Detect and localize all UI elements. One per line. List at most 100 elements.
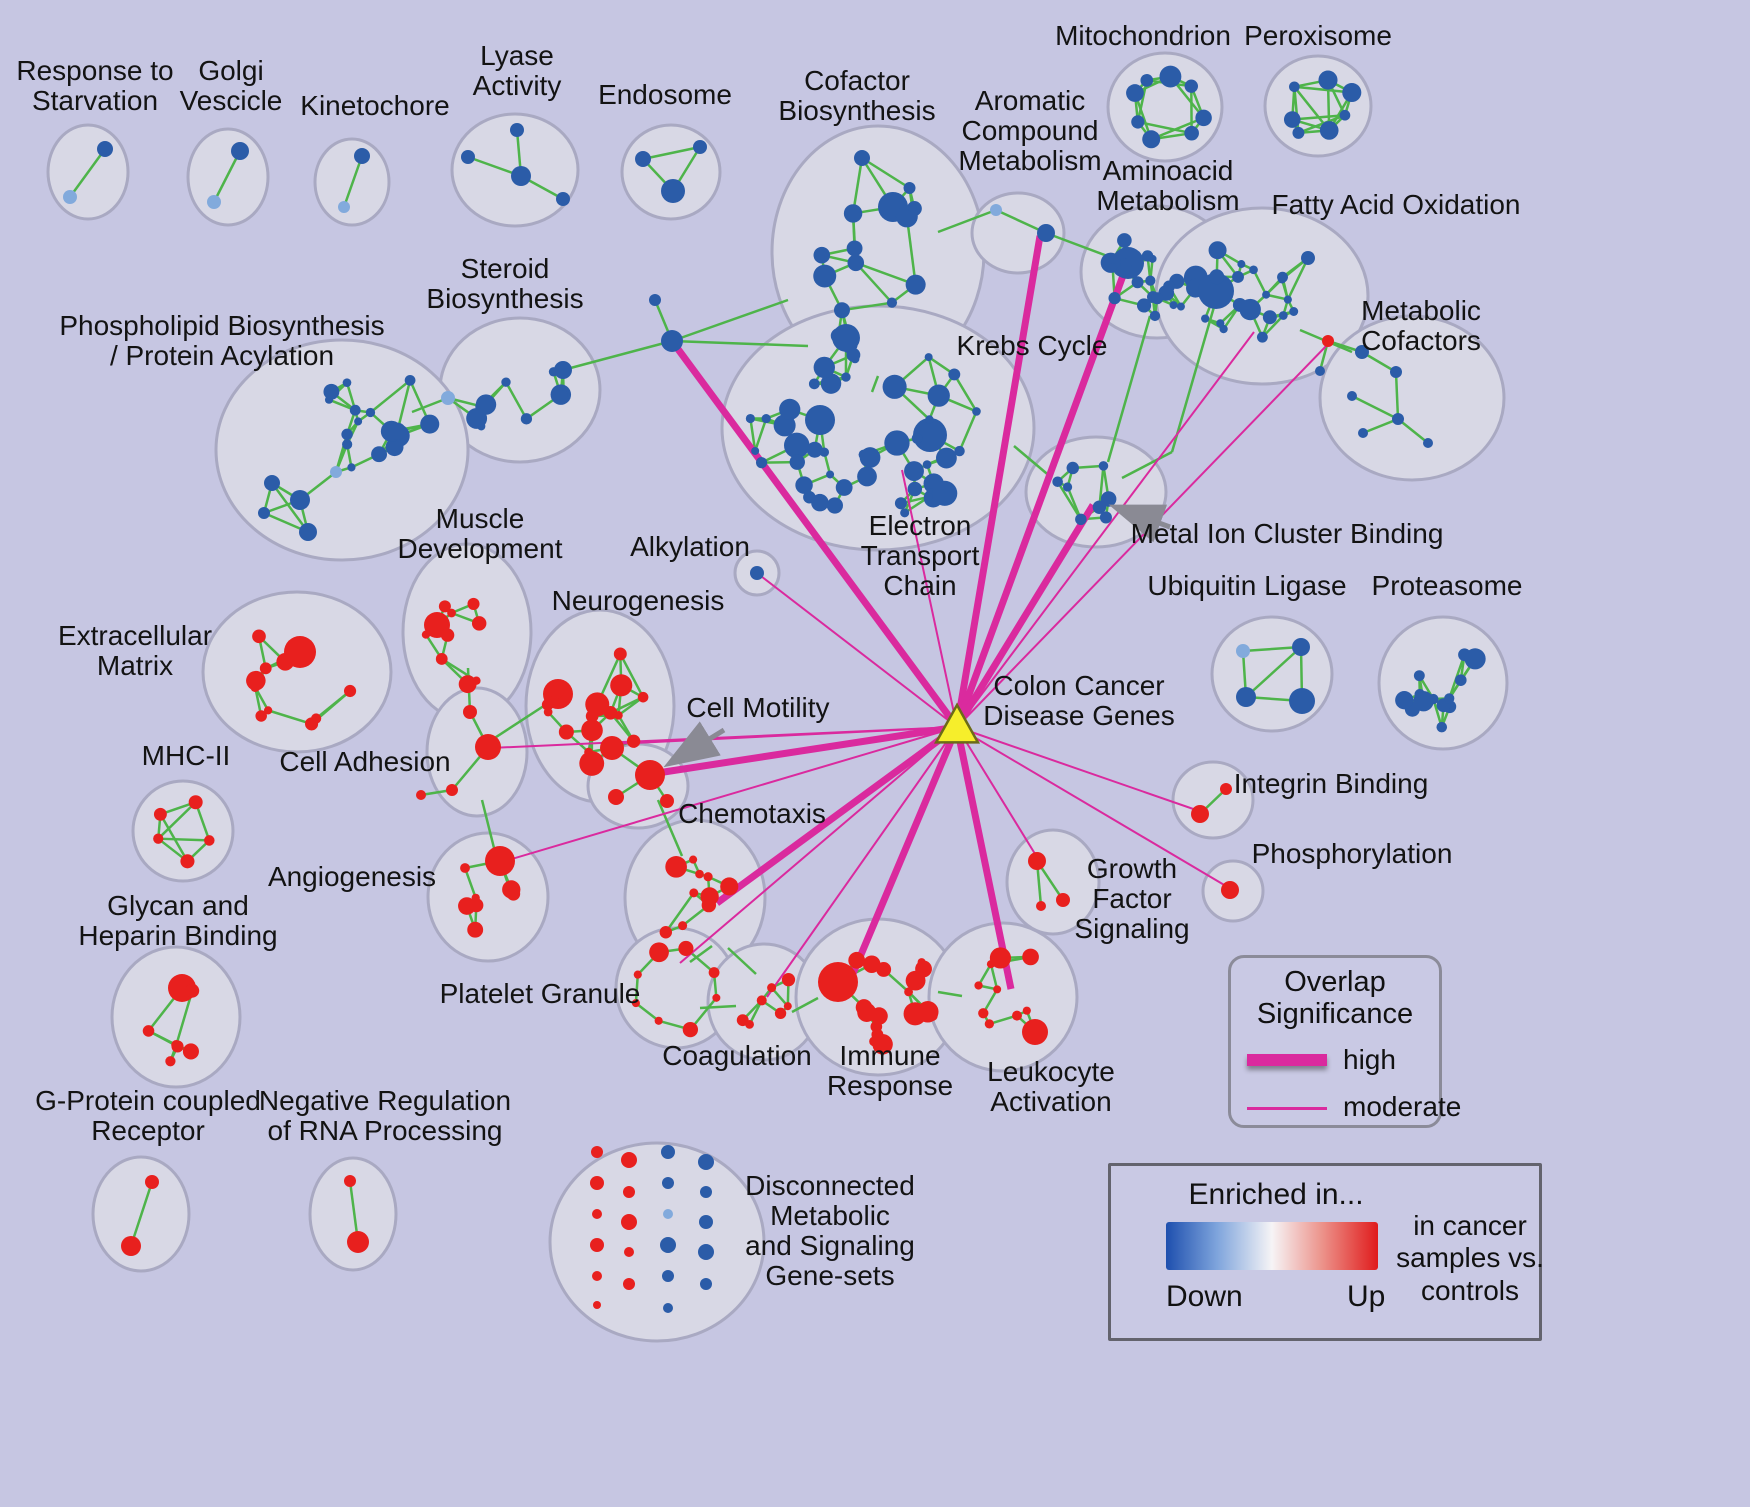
gene-set-node-negative-regulation-of-rna-processing	[347, 1231, 369, 1253]
gene-set-node-disconnected-metabolic-and-signaling-gene-sets	[623, 1186, 635, 1198]
gene-set-node-mitochondrion	[1195, 109, 1212, 127]
gene-set-node-lyase-activity	[556, 192, 570, 206]
gene-set-node-fatty-acid-oxidation	[1256, 331, 1268, 343]
gene-set-node-neurogenesis	[637, 691, 649, 703]
cluster-label-krebs-cycle: Krebs Cycle	[957, 330, 1108, 361]
cluster-label-cell-adhesion: Cell Adhesion	[279, 746, 450, 777]
gene-set-node-aminoacid-metabolism	[1148, 254, 1157, 263]
overlap-edge-moderate	[756, 572, 958, 728]
gene-set-edge	[212, 150, 242, 203]
gene-set-node-extracellular-matrix	[255, 710, 267, 722]
gene-set-node-electron-transport-chain	[925, 415, 934, 424]
gene-set-node-cofactor-biosynthesis	[886, 297, 898, 308]
gene-set-edge	[851, 157, 864, 214]
gene-set-node-electron-transport-chain	[783, 432, 810, 459]
layer-hub	[933, 702, 981, 744]
gene-set-node-chemotaxis	[665, 855, 687, 878]
gene-set-node-fatty-acid-oxidation	[1198, 273, 1234, 309]
gene-set-node-metabolic-cofactors	[1358, 428, 1368, 438]
gene-set-node-extracellular-matrix	[259, 662, 272, 675]
gene-set-node-steroid-biosynthesis	[559, 390, 569, 400]
gene-set-node-platelet-granule	[649, 942, 669, 963]
gene-set-node-disconnected-metabolic-and-signaling-gene-sets	[593, 1301, 601, 1309]
gene-set-node-ubiquitin-ligase	[1236, 687, 1256, 707]
gene-set-edge	[369, 379, 411, 414]
inter-cluster-edge	[1121, 450, 1173, 480]
gene-set-node-cell-adhesion	[416, 790, 426, 800]
gene-set-node-metal-ion-cluster-binding	[1098, 461, 1109, 471]
gene-set-node-cofactor-biosynthesis	[813, 264, 837, 288]
gene-set-node-electron-transport-chain	[882, 374, 907, 399]
gene-set-node-phospholipid-biosynthesis-protein-acylation	[299, 523, 317, 541]
gene-set-node-fatty-acid-oxidation	[1219, 324, 1228, 334]
gene-set-node-chemotaxis	[695, 869, 704, 879]
cluster-label-mitochondrion: Mitochondrion	[1055, 20, 1231, 51]
gene-set-node-electron-transport-chain	[835, 479, 853, 496]
gene-set-node-junction-node	[661, 330, 683, 352]
cluster-label-coagulation: Coagulation	[662, 1040, 811, 1071]
metal-ion-pointer-arrow-icon	[1108, 504, 1171, 543]
overlap-edge-moderate	[956, 726, 1203, 813]
gene-set-node-leukocyte-activation	[974, 981, 983, 990]
gene-set-edge	[905, 216, 917, 285]
gene-set-edge	[1242, 645, 1302, 653]
gene-set-node-neurogenesis	[600, 736, 624, 760]
gene-set-node-leukocyte-activation	[1022, 1006, 1031, 1015]
gene-set-node-disconnected-metabolic-and-signaling-gene-sets	[663, 1303, 673, 1313]
overlap-edge-moderate	[679, 726, 958, 964]
gene-set-node-coagulation	[783, 1002, 792, 1011]
gene-set-node-peroxisome	[1292, 126, 1305, 139]
gene-set-node-phospholipid-biosynthesis-protein-acylation	[404, 374, 416, 386]
gene-set-node-metabolic-cofactors	[1347, 391, 1357, 401]
inter-cluster-edge	[562, 339, 673, 372]
gene-set-node-junction-node	[649, 294, 661, 306]
cluster-bubble-peroxisome	[1263, 54, 1373, 158]
cluster-bubble-disconnected-metabolic-and-signaling-gene-sets	[548, 1141, 766, 1343]
gene-set-node-neurogenesis	[549, 684, 564, 699]
gene-set-node-chemotaxis	[720, 877, 739, 896]
gene-set-edge	[854, 261, 893, 304]
gene-set-node-angiogenesis	[467, 921, 484, 938]
gene-set-node-disconnected-metabolic-and-signaling-gene-sets	[623, 1278, 635, 1290]
gene-set-node-electron-transport-chain	[907, 481, 923, 497]
overlap-edge-high	[714, 724, 960, 906]
cluster-bubble-cell-motility	[586, 742, 690, 830]
gene-set-node-proteasome	[1444, 693, 1455, 704]
gene-set-node-metal-ion-cluster-binding	[1092, 500, 1107, 514]
gene-set-node-lyase-activity	[510, 123, 524, 137]
gene-set-node-electron-transport-chain	[884, 430, 910, 456]
gene-set-edge	[664, 892, 695, 933]
gene-set-node-disconnected-metabolic-and-signaling-gene-sets	[621, 1152, 637, 1168]
gene-set-node-disconnected-metabolic-and-signaling-gene-sets	[698, 1244, 714, 1260]
gene-set-node-fatty-acid-oxidation	[1209, 269, 1225, 285]
inter-cluster-edge	[727, 947, 757, 975]
gene-set-node-muscle-development	[471, 616, 487, 631]
gene-set-node-mitochondrion	[1140, 74, 1154, 87]
gene-set-node-extracellular-matrix	[343, 684, 357, 698]
gene-set-node-platelet-granule	[682, 1021, 699, 1038]
gene-set-node-cofactor-biosynthesis	[854, 150, 870, 166]
gene-set-node-aminoacid-metabolism	[1136, 298, 1152, 313]
cell-motility-pointer-arrow-icon	[663, 721, 726, 768]
cluster-label-fatty-acid-oxidation: Fatty Acid Oxidation	[1271, 189, 1520, 220]
overlap-edge-high	[953, 726, 1015, 990]
gene-set-node-phospholipid-biosynthesis-protein-acylation	[354, 417, 363, 426]
gene-set-node-muscle-development	[440, 628, 455, 642]
gene-set-node-electron-transport-chain	[808, 378, 820, 390]
gene-set-node-cofactor-biosynthesis	[846, 240, 863, 257]
gene-set-node-electron-transport-chain	[924, 492, 934, 501]
gene-set-node-neurogenesis	[541, 698, 554, 711]
gene-set-node-cell-motility	[608, 789, 624, 805]
inter-cluster-edge	[671, 339, 809, 348]
cluster-label-proteasome: Proteasome	[1372, 570, 1523, 601]
gene-set-node-aminoacid-metabolism	[1117, 233, 1132, 248]
gene-set-node-phospholipid-biosynthesis-protein-acylation	[290, 490, 310, 510]
gene-set-edge	[1098, 465, 1105, 508]
gene-set-node-fatty-acid-oxidation	[1262, 310, 1277, 325]
gene-set-node-leukocyte-activation	[986, 960, 995, 969]
gene-set-node-leukocyte-activation	[993, 985, 1002, 994]
